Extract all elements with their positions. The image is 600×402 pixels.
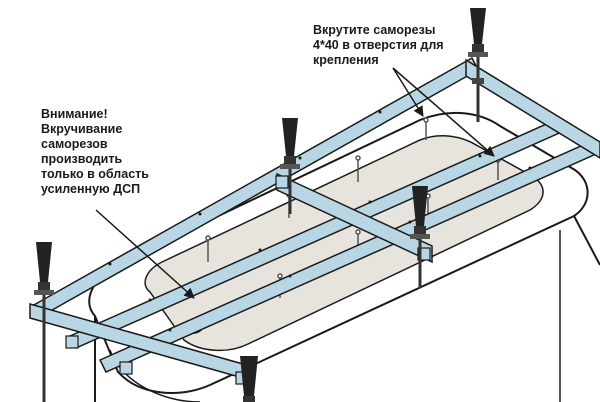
warning-arrow	[95, 209, 195, 299]
annotation-arrows	[95, 67, 495, 299]
leg-left	[34, 242, 54, 402]
warning-note: Внимание! Вкручивание саморезов производ…	[41, 107, 149, 196]
screws-arrow-1	[392, 67, 424, 117]
leg-middle-right	[410, 186, 430, 288]
leg-top-right	[468, 8, 488, 122]
screw-icon	[205, 235, 211, 262]
leg-bottom	[240, 356, 258, 402]
screws-arrow-2	[392, 67, 495, 157]
rail-holes	[108, 110, 532, 332]
support-blocks	[65, 175, 431, 385]
rail-cross-right	[465, 58, 600, 159]
leg-middle-left	[280, 118, 300, 214]
screw-icon	[423, 117, 429, 140]
screw-icon	[355, 155, 361, 182]
screws-note: Вкрутите саморезы 4*40 в отверстия для к…	[313, 23, 444, 67]
